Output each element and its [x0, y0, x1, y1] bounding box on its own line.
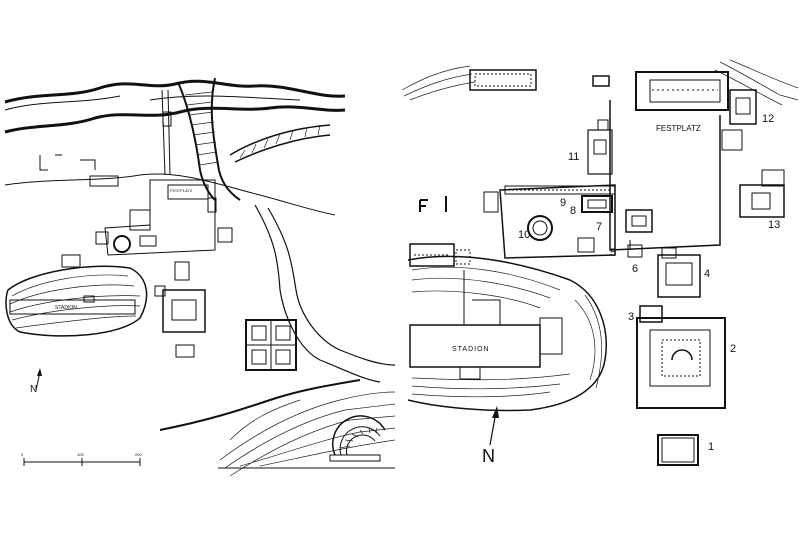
- building-11: [587, 119, 613, 175]
- number-7: 7: [596, 221, 602, 233]
- scale-end: 200: [135, 452, 142, 457]
- temple-top: [469, 69, 610, 91]
- sanctuary-complex: [95, 179, 217, 256]
- sanctuary-precinct: [483, 184, 653, 259]
- number-8: 8: [570, 205, 576, 217]
- building-2: [636, 317, 726, 409]
- number-10: 10: [518, 229, 530, 241]
- stadion-hill: [407, 243, 607, 412]
- scale-mid: 100: [77, 452, 84, 457]
- scattered-structures: [39, 154, 233, 358]
- theater: [329, 415, 386, 462]
- theater-hill-contours: [218, 391, 396, 477]
- number-2: 2: [730, 343, 736, 355]
- number-1: 1: [708, 441, 714, 453]
- festplatz-label-detail: FESTPLATZ: [656, 124, 701, 133]
- number-3: 3: [628, 311, 634, 323]
- festplatz-label: FESTPLATZ: [170, 188, 193, 193]
- number-9: 9: [560, 197, 566, 209]
- detail-plan-drawing: FESTPLATZ: [401, 59, 799, 466]
- stadion-hill-contours: [5, 265, 148, 337]
- building-3: [639, 305, 663, 323]
- building-1: [657, 434, 699, 466]
- north-arrow-right: [489, 406, 499, 446]
- scale-zero: 0: [21, 452, 24, 457]
- north-label-right: N: [482, 446, 495, 466]
- ravine-hatching: [177, 77, 331, 201]
- river-banks: [4, 79, 346, 134]
- number-11: 11: [568, 151, 579, 163]
- stadion-label-detail: STADION: [452, 346, 490, 353]
- detail-site-plan: FESTPLATZ: [400, 0, 800, 535]
- building-numbers: 1 2 3 4 5 6 7 8 9 10 11 12 13: [518, 113, 780, 453]
- north-label-left: N: [30, 384, 37, 395]
- number-4: 4: [704, 268, 710, 280]
- festplatz-stoa: [609, 71, 729, 251]
- building-12: [721, 89, 757, 151]
- number-12: 12: [762, 113, 774, 125]
- roads: [4, 89, 336, 216]
- lower-valley-banks: [159, 204, 396, 431]
- stadion-label: STADION: [55, 305, 77, 311]
- number-5: 5: [610, 247, 616, 259]
- overview-plan-drawing: STADION FESTPLATZ N 0 100 200: [4, 77, 396, 477]
- square-building: [245, 319, 297, 371]
- north-arrow-left: [35, 368, 42, 391]
- number-13: 13: [768, 219, 780, 231]
- building-13: [739, 169, 785, 218]
- courtyard-building: [154, 285, 206, 333]
- number-6: 6: [632, 263, 638, 275]
- top-hill-hatching: [401, 59, 799, 106]
- overview-site-plan: STADION FESTPLATZ N 0 100 200: [4, 77, 396, 477]
- scale-bar: [23, 458, 141, 466]
- building-4: [657, 247, 701, 298]
